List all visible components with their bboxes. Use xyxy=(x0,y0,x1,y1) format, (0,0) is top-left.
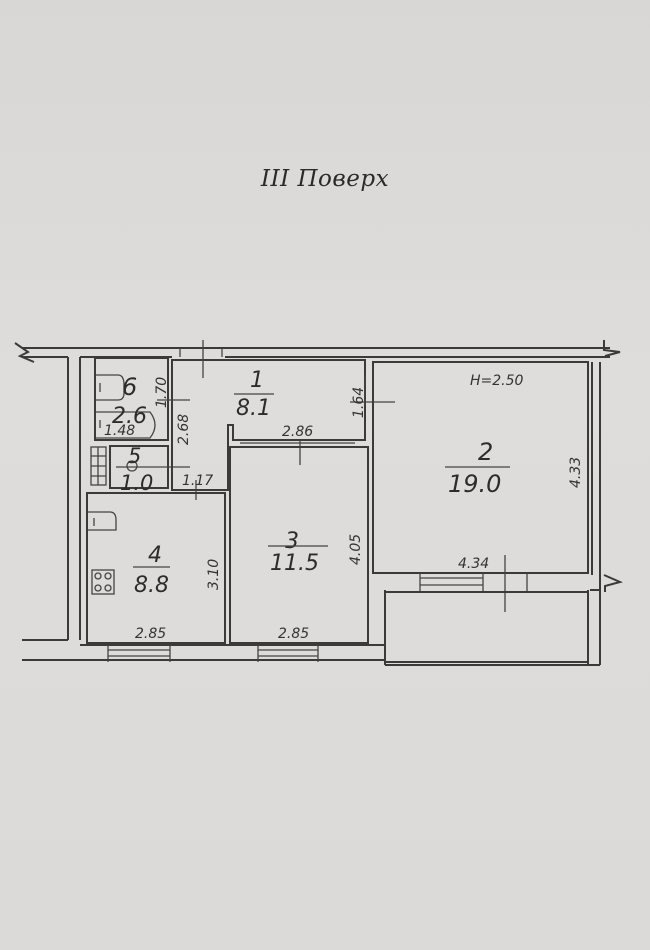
room-6-area: 2.6 xyxy=(112,404,147,429)
room-1-width: 2.86 xyxy=(282,424,313,440)
room-1-area: 8.1 xyxy=(236,396,271,421)
exterior-walls xyxy=(14,340,624,666)
room-1-hall: 1 8.1 2.86 2.68 1.64 1.17 xyxy=(157,340,395,500)
room-3-area: 11.5 xyxy=(270,551,319,576)
room-4-area: 8.8 xyxy=(134,573,169,598)
room-5-width: 1.17 xyxy=(182,473,213,489)
room-6-number: 6 xyxy=(122,373,137,401)
room-4-width: 2.85 xyxy=(135,626,166,642)
room-5-area: 1.0 xyxy=(120,471,153,495)
room-2-area: 19.0 xyxy=(448,470,501,498)
ceiling-height: H=2.50 xyxy=(470,373,524,389)
room-4-number: 4 xyxy=(148,543,162,568)
room-1-door-dim: 1.64 xyxy=(351,387,367,418)
room-4-kitchen: 4 8.8 3.10 2.85 xyxy=(86,492,226,662)
room-2-height: 4.33 xyxy=(568,457,584,488)
room-1-number: 1 xyxy=(250,368,264,393)
room-4-height: 3.10 xyxy=(206,559,222,590)
floor-title: III Поверх xyxy=(260,166,390,192)
room-3-height: 4.05 xyxy=(348,534,364,565)
room-3-bedroom: 3 11.5 4.05 2.85 xyxy=(229,446,369,662)
room-5-wc: 5 1.0 xyxy=(90,444,190,495)
room-2-living: H=2.50 2 19.0 4.33 4.34 xyxy=(372,361,589,612)
room-1-left-height: 2.68 xyxy=(176,414,192,445)
room-3-number: 3 xyxy=(285,529,299,554)
room-3-width: 2.85 xyxy=(278,626,309,642)
room-2-width: 4.34 xyxy=(458,556,489,572)
room-6-width: 1.48 xyxy=(104,423,135,439)
room-6-bath: 6 2.6 1.48 1.70 xyxy=(94,357,170,441)
room-6-height: 1.70 xyxy=(154,377,170,408)
balcony xyxy=(384,591,589,663)
room-2-number: 2 xyxy=(478,438,493,466)
room-5-number: 5 xyxy=(128,444,141,468)
